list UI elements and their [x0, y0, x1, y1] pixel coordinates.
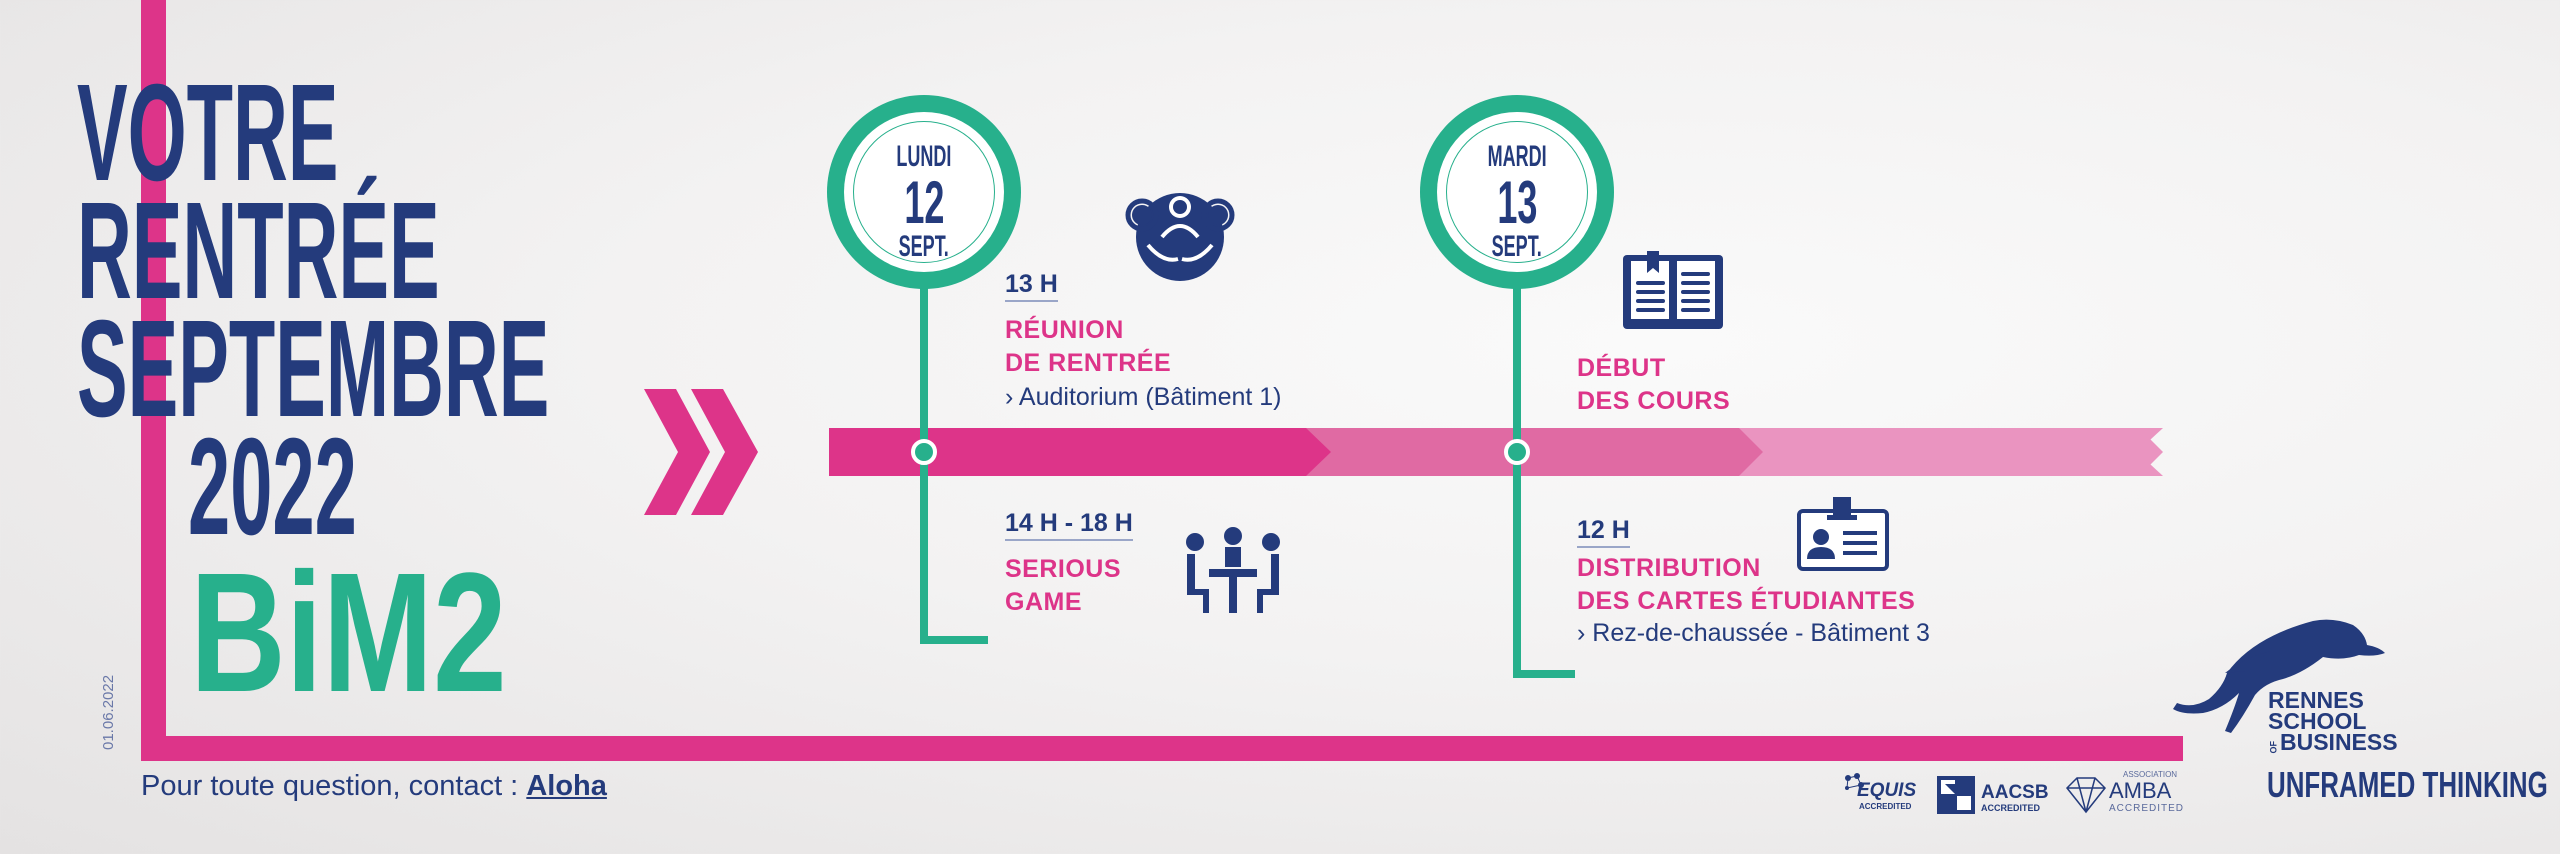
day2-number: 13 — [1496, 169, 1538, 236]
timeline-bar — [829, 428, 2163, 476]
day2-month: SEPT. — [1491, 230, 1543, 263]
event-debut-cours: DÉBUT DES COURS — [1577, 352, 1730, 418]
panther-logo-icon — [2173, 619, 2385, 733]
event-title-line: DES COURS — [1577, 387, 1731, 415]
event-title-line: DISTRIBUTION — [1577, 554, 1761, 582]
event-location: › Auditorium (Bâtiment 1) — [1005, 383, 1282, 411]
open-book-icon — [1623, 251, 1723, 329]
logo-line: RENNES — [2268, 687, 2364, 713]
day1-date-badge: LUNDI 12 SEPT. — [827, 95, 1021, 289]
title-year: 2022 — [188, 410, 357, 564]
date-stamp: 01.06.2022 — [100, 674, 117, 750]
day2-date-badge: MARDI 13 SEPT. — [1420, 95, 1614, 289]
event-location: › Rez-de-chaussée - Bâtiment 3 — [1577, 619, 1930, 647]
title-line-1: VOTRE — [77, 56, 339, 210]
day2-stem-foot — [1513, 670, 1575, 678]
day1-stem-foot — [920, 636, 988, 644]
logo-line: SCHOOL — [2268, 708, 2367, 734]
frame-vertical-line — [141, 0, 166, 761]
day2-stem — [1513, 280, 1521, 678]
day2-weekday: MARDI — [1487, 140, 1547, 173]
event-time: 12 H — [1577, 516, 1630, 548]
contact-text: Pour toute question, contact : — [141, 770, 519, 802]
frame-horizontal-line — [141, 736, 2183, 761]
aacsb-accreditation-logo: AACSB ACCREDITED — [1937, 776, 2052, 816]
timeline-segment-1 — [829, 428, 1331, 476]
logo-line: OFBUSINESS — [2268, 729, 2398, 755]
meeting-icon — [1125, 193, 1235, 281]
day1-weekday: LUNDI — [896, 140, 952, 173]
day1-month: SEPT. — [898, 230, 950, 263]
event-time: 14 H - 18 H — [1005, 509, 1133, 541]
title-line-2: RENTRÉE — [77, 174, 440, 328]
team-table-icon — [1186, 527, 1280, 613]
title-line-3: SEPTEMBRE — [77, 292, 550, 446]
event-serious-game: 14 H - 18 H SERIOUS GAME — [1005, 509, 1133, 619]
contact-link[interactable]: Aloha — [526, 770, 607, 802]
amba-accreditation-logo: ASSOCIATION AMBA ACCREDITED — [2065, 770, 2185, 816]
timeline-segment-2 — [1306, 428, 1763, 476]
event-title-line: GAME — [1005, 588, 1082, 616]
school-logo-text: RENNES SCHOOL OFBUSINESS — [2268, 687, 2398, 758]
event-title-line: DES CARTES ÉTUDIANTES — [1577, 587, 1916, 615]
amba-diamond-icon — [2065, 777, 2107, 814]
timeline-segment-3-shape — [1729, 428, 2163, 476]
event-time: 13 H — [1005, 270, 1058, 302]
aacsb-square-icon — [1937, 776, 1975, 814]
id-card-icon — [1797, 497, 1889, 571]
event-title-line: SERIOUS — [1005, 555, 1122, 583]
event-distribution-cartes: 12 H DISTRIBUTION DES CARTES ÉTUDIANTES … — [1577, 516, 1930, 648]
equis-globe-icon — [1845, 773, 1864, 790]
event-title-line: DÉBUT — [1577, 354, 1666, 382]
event-title-line: DE RENTRÉE — [1005, 349, 1172, 377]
day1-node — [911, 439, 937, 465]
event-title-line: RÉUNION — [1005, 316, 1124, 344]
day2-node — [1504, 439, 1530, 465]
double-chevron-icon — [644, 389, 758, 515]
event-reunion: 13 H RÉUNION DE RENTRÉE › Auditorium (Bâ… — [1005, 270, 1282, 412]
school-tagline: UNFRAMED THINKING — [2267, 764, 2548, 805]
contact-line: Pour toute question, contact : Aloha — [141, 770, 607, 803]
program-name: BiM2 — [190, 538, 507, 728]
day1-number: 12 — [903, 169, 945, 236]
